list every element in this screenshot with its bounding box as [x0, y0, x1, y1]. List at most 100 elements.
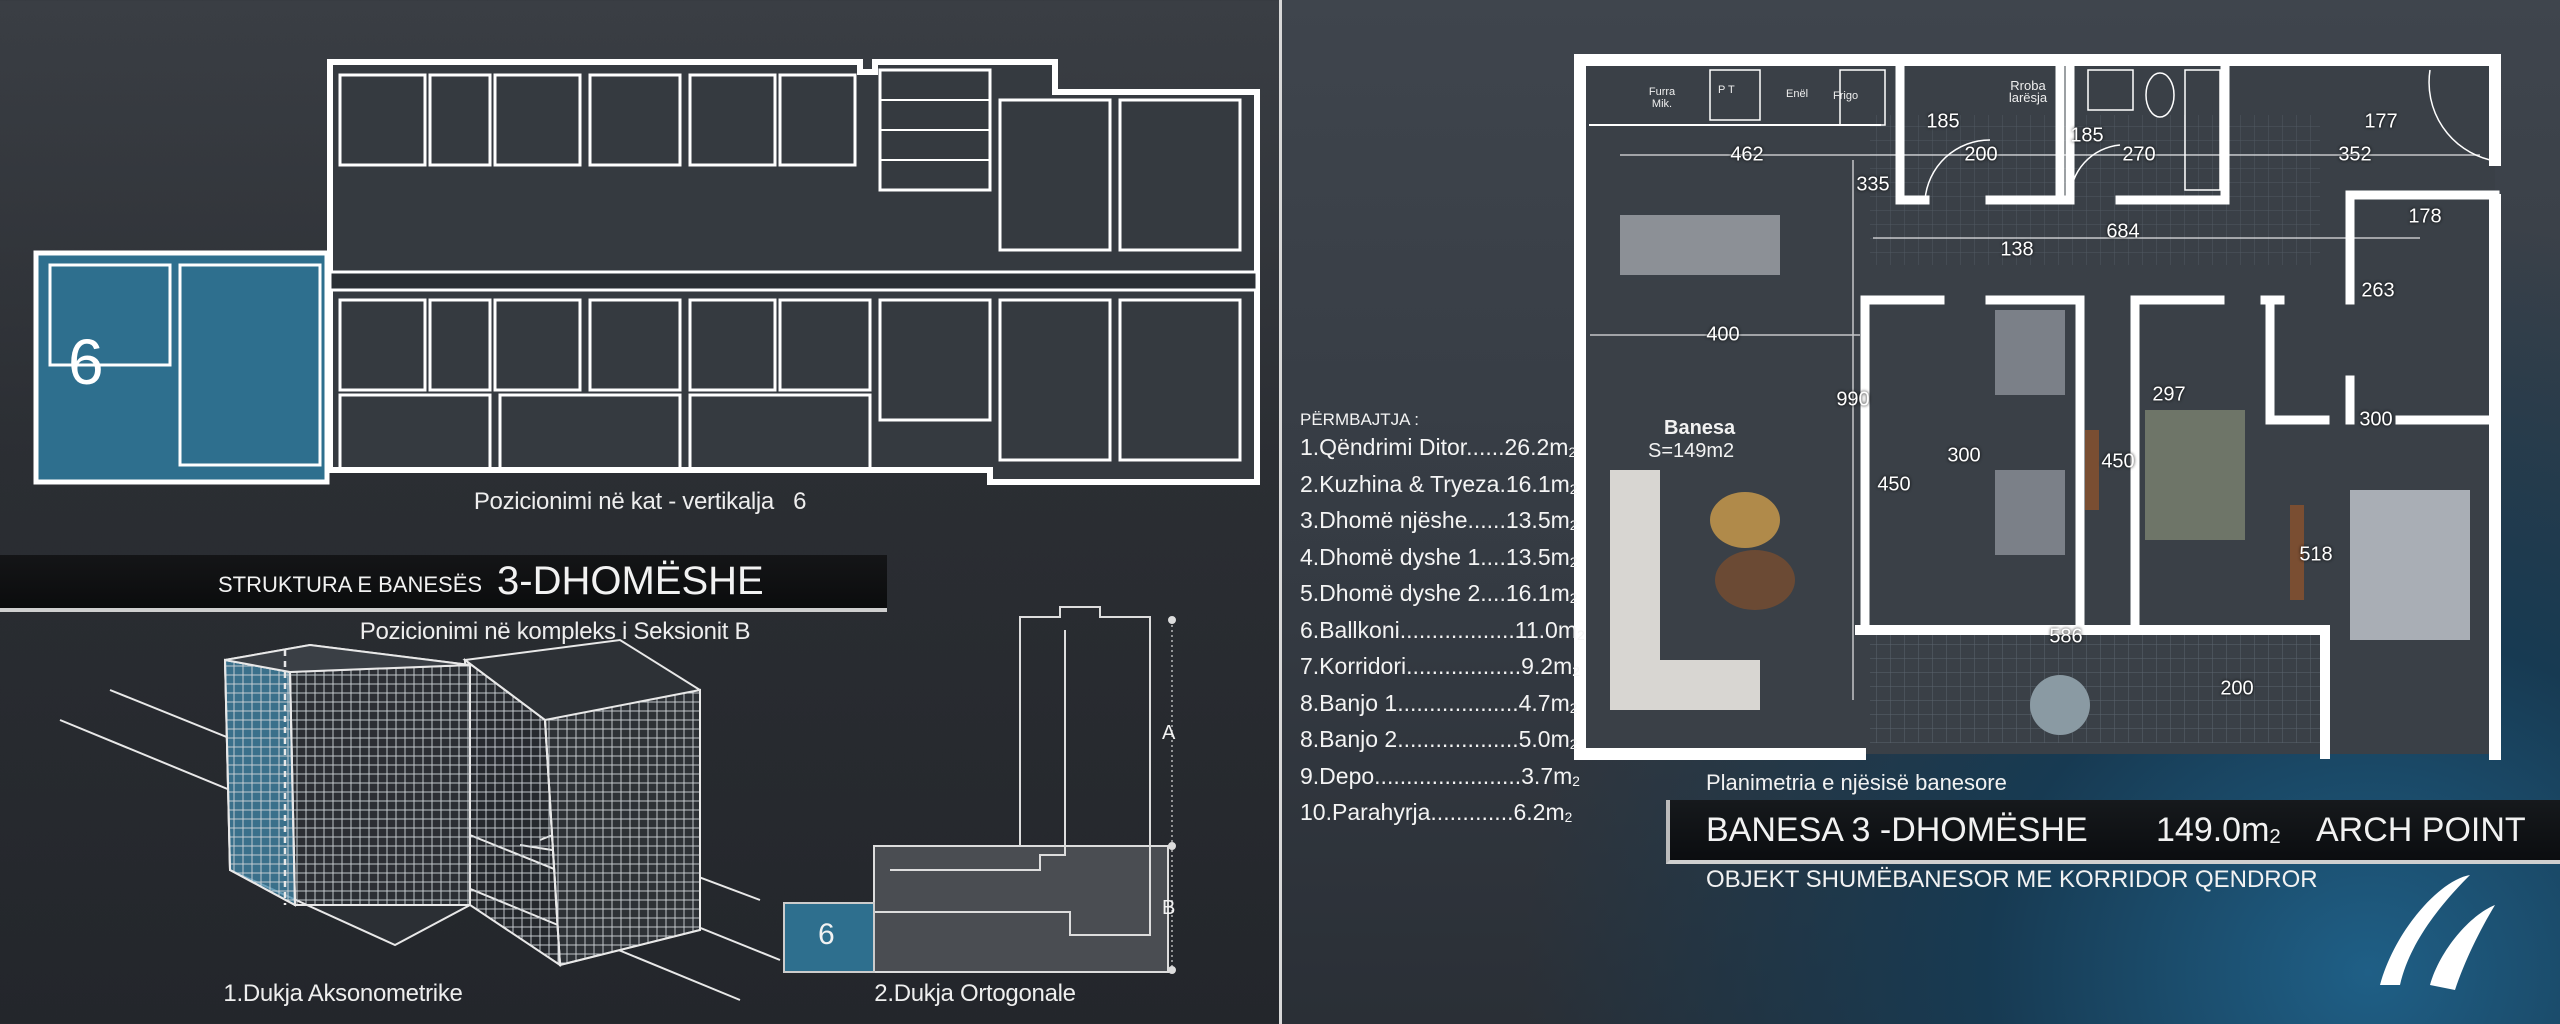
dimension-label: 178: [2408, 205, 2442, 228]
legend-unit-sub: 2: [1569, 591, 1578, 606]
dimension-label: 297: [2152, 383, 2186, 406]
legend-unit-sub: 2: [1576, 627, 1585, 643]
legend-item: 8.Banjo 2...................5.0m2: [1300, 724, 1585, 761]
room-outline: [178, 263, 322, 467]
legend-unit-sub: 2: [1569, 554, 1578, 570]
dimension-label: 352: [2338, 143, 2372, 166]
dimension-label: 450: [2101, 450, 2135, 473]
dimension-label: 335: [1856, 173, 1890, 196]
room-legend: PËRMBAJTJA : 1.Qëndrimi Ditor......26.2m…: [1300, 408, 1585, 834]
legend-item: 6.Ballkoni..................11.0m2: [1300, 615, 1585, 652]
legend-item-value: 4.7: [1518, 689, 1551, 716]
legend-item-label: 3.Dhomë njëshe......: [1300, 507, 1506, 533]
room-outline: [428, 73, 492, 167]
room-outline: [1118, 98, 1242, 252]
double-bed-2: [2350, 490, 2470, 640]
legend-item-value: 6.2: [1513, 799, 1546, 825]
dimension-label: 400: [1706, 323, 1740, 346]
legend-unit-sub: 2: [1569, 700, 1578, 716]
dimension-label: 185: [2070, 124, 2104, 147]
room-outline: [338, 393, 492, 472]
floor-vertical-number: 6: [793, 488, 807, 515]
dimension-label: 185: [1926, 110, 1960, 133]
legend-item-label: 5.Dhomë dyshe 2....: [1300, 580, 1506, 606]
section-b-label: B: [1162, 897, 1176, 919]
legend-item-label: 9.Depo.......................: [1300, 762, 1522, 789]
legend-item-value: 3.7: [1521, 762, 1554, 789]
oven-label: Furra Mik.: [1648, 86, 1676, 110]
apartment-plan: [1574, 54, 2501, 990]
room-outline: [588, 73, 682, 167]
legend-item-label: 4.Dhomë dyshe 1....: [1300, 543, 1506, 570]
legend-unit: m: [1550, 726, 1570, 752]
room-outline: [878, 298, 992, 422]
legend-item-value: 16.1: [1505, 470, 1551, 497]
panel-divider: [1279, 0, 1282, 1024]
dimension-label: 684: [2106, 220, 2140, 243]
dimension-label: 300: [1947, 444, 1981, 467]
unit-area-label: S=149m2: [1648, 440, 1735, 462]
room-outline: [48, 263, 172, 367]
room-outline: [493, 298, 582, 392]
legend-unit-sub: 2: [1564, 810, 1573, 825]
legend-item-value: 16.1: [1505, 580, 1551, 606]
legend-item-label: 6.Ballkoni..................: [1300, 616, 1515, 643]
axonometric-view: [59, 638, 781, 1001]
building-subtitle: OBJEKT SHUMËBANESOR ME KORRIDOR QENDROR: [1706, 866, 2318, 893]
legend-item: 8.Banjo 1...................4.7m2: [1300, 688, 1585, 725]
room-outline: [778, 73, 857, 167]
balcony-table: [2030, 675, 2090, 735]
title-bar: BANESA 3 -DHOMËSHE 149.0m2 ARCH POINT: [1666, 800, 2560, 864]
apartment-area: 149.0m2: [2156, 811, 2281, 850]
legend-unit: m: [1550, 543, 1570, 570]
room-outline: [998, 298, 1112, 462]
stove-label: P T: [1718, 84, 1735, 96]
laundry-label: Rroba larësja: [2008, 78, 2048, 105]
area-value: 149.0: [2156, 811, 2242, 849]
ortho-unit-number: 6: [818, 918, 835, 951]
legend-item-value: 13.5: [1505, 543, 1551, 570]
legend-item-label: 10.Parahyrja.............: [1300, 799, 1514, 825]
unit-name-label: Banesa: [1664, 417, 1736, 439]
dimension-label: 450: [1877, 473, 1911, 496]
plan-caption: Planimetria e njësisë banesore: [1706, 770, 2007, 795]
legend-item-label: 1.Qëndrimi Ditor......: [1300, 434, 1505, 460]
room-outline: [428, 298, 492, 392]
legend-unit: m: [1545, 799, 1565, 825]
legend-item: 2.Kuzhina & Tryeza.16.1m2: [1300, 469, 1585, 506]
legend-item: 5.Dhomë dyshe 2....16.1m2: [1300, 578, 1585, 615]
enel-label: Enël: [1786, 88, 1809, 100]
dimension-label: 990: [1836, 388, 1870, 411]
ortho-unit-highlight: [783, 902, 875, 973]
floor-caption-text: Pozicionimi në kat - vertikalja: [473, 488, 774, 515]
legend-unit-sub: 2: [1572, 664, 1580, 679]
legend-item-label: 8.Banjo 1...................: [1300, 689, 1519, 716]
legend-unit: m: [1553, 762, 1573, 789]
legend-unit: m: [1557, 616, 1577, 643]
legend-item-value: 5.0: [1518, 726, 1551, 752]
legend-unit-sub: 2: [1572, 773, 1580, 789]
floor-plan-overview: [33, 59, 1260, 485]
fridge-label: Frigo: [1833, 90, 1859, 102]
room-outline: [998, 98, 1112, 252]
legend-item: 4.Dhomë dyshe 1....13.5m2: [1300, 542, 1585, 579]
room-outline: [493, 73, 582, 167]
legend-unit: m: [1550, 507, 1570, 533]
legend-item: 3.Dhomë njëshe......13.5m2: [1300, 505, 1585, 542]
unit-number-label: 6: [68, 326, 104, 398]
legend-item: 10.Parahyrja.............6.2m2: [1300, 797, 1585, 834]
legend-unit: m: [1549, 434, 1569, 460]
legend-unit: m: [1550, 470, 1570, 497]
complex-position-caption: Pozicionimi në kompleks i Seksionit B: [359, 618, 751, 645]
banner-type: 3-DHOMËSHE: [497, 559, 764, 603]
legend-item-value: 9.2: [1521, 653, 1554, 679]
legend-item-label: 2.Kuzhina & Tryeza.: [1300, 470, 1506, 497]
room-outline: [688, 393, 872, 472]
orthogonal-caption: 2.Dukja Ortogonale: [874, 980, 1076, 1007]
room-outline: [588, 298, 682, 392]
room-outline: [688, 298, 777, 392]
legend-unit-sub: 2: [1568, 445, 1577, 460]
single-bed: [1995, 310, 2065, 395]
coffee-table: [1710, 492, 1780, 548]
legend-item: 9.Depo.......................3.7m2: [1300, 761, 1585, 798]
